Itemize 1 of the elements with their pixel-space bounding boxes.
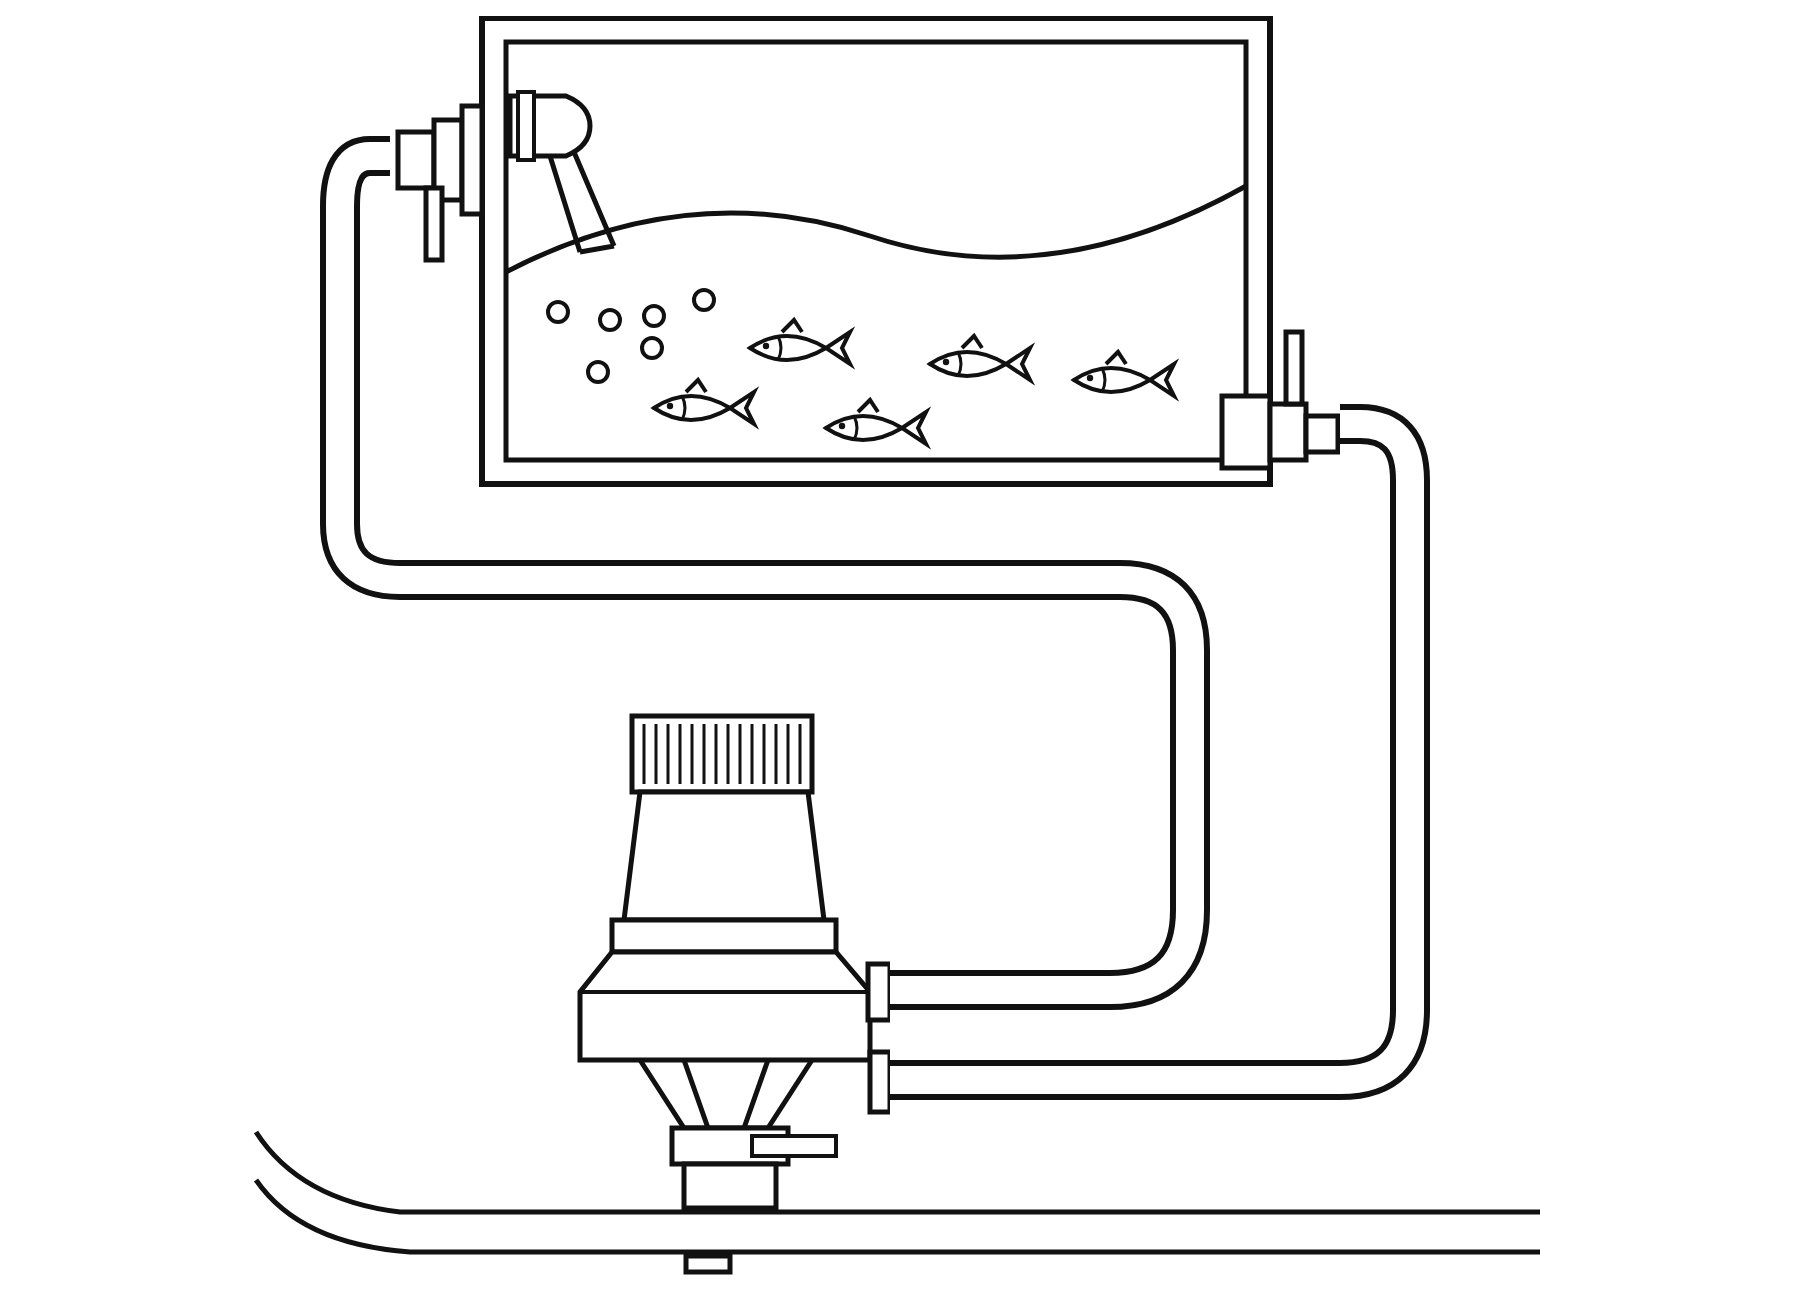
aquarium-tank-drawing <box>390 16 1340 488</box>
